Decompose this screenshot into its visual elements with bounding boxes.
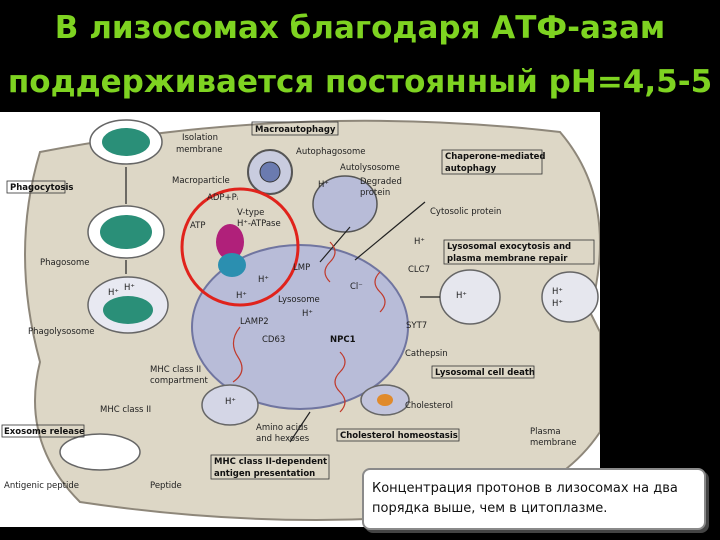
label-exosome-release: Exosome release (4, 427, 85, 437)
note-callout: Концентрация протонов в лизосомах на два… (362, 468, 706, 530)
label-isolation-membrane: membrane (176, 145, 223, 155)
label-exocytosis-2: plasma membrane repair (447, 254, 568, 264)
label-phagosome: Phagosome (40, 258, 89, 268)
label-h-lysosome-2: H⁺ (302, 309, 313, 319)
slide-title: В лизосомах благодаря АТФ-азам поддержив… (0, 0, 720, 112)
label-lamp2: LAMP2 (240, 317, 269, 327)
exosome (59, 433, 141, 471)
label-adp: ADP+Pᵢ (207, 193, 238, 203)
label-amino-2: and hexoses (256, 434, 310, 444)
note-text: Концентрация протонов в лизосомах на два… (372, 481, 678, 516)
label-h-lysosome: H⁺ (236, 291, 247, 301)
label-plasma: Plasma (530, 427, 561, 437)
lysosome-diagram-svg: Isolation membrane Macroautophagy Autoph… (1, 119, 600, 521)
label-autolysosome: Autolysosome (340, 163, 400, 173)
atpase-icon (216, 224, 244, 260)
label-atpase: H⁺-ATPase (237, 219, 281, 229)
label-lmp: LMP (293, 263, 310, 273)
label-chaperone-1: Chaperone-mediated (445, 152, 546, 162)
phagocytosis-vesicles (87, 119, 169, 334)
label-npc1: NPC1 (330, 335, 356, 345)
label-amino-1: Amino acids (256, 423, 308, 433)
secreted-vesicle (541, 271, 599, 323)
label-cell-death: Lysosomal cell death (435, 368, 535, 378)
label-h-exo-vesicle: H⁺ (456, 291, 467, 301)
label-h-secreted-2: H⁺ (552, 299, 563, 309)
label-phagolysosome: Phagolysosome (28, 327, 94, 337)
label-cholesterol-homeostasis: Cholesterol homeostasis (340, 431, 458, 441)
lysosome-diagram: Isolation membrane Macroautophagy Autoph… (0, 112, 600, 527)
atpase-highlight-circle (180, 187, 300, 307)
slide-title-line-1: В лизосомах благодаря АТФ-азам (54, 10, 666, 46)
label-h-atpase: H⁺ (258, 275, 269, 285)
label-exocytosis-1: Lysosomal exocytosis and (447, 242, 571, 252)
arrows (125, 167, 440, 443)
label-mhc-compartment: compartment (150, 376, 208, 386)
slide-title-line-2: поддерживается постоянный рН=4,5-5 (7, 64, 713, 100)
label-atp: ATP (190, 221, 205, 231)
label-macroautophagy: Macroautophagy (255, 125, 336, 135)
label-macroparticle: Macroparticle (172, 176, 230, 186)
label-syt7: SYT7 (406, 321, 427, 331)
label-h-top-right: H⁺ (414, 237, 425, 247)
label-mhc-dependent-1: MHC class II-dependent (214, 457, 327, 467)
label-h-autolysosome: H⁺ (318, 180, 329, 190)
label-peptide: Peptide (150, 481, 182, 491)
label-cholesterol: Cholesterol (405, 401, 453, 411)
exocytosis-vesicle (439, 269, 501, 325)
label-vtype: V-type (237, 208, 264, 218)
label-h-phagolysosome-1: H⁺ (108, 288, 119, 298)
label-clc7: CLC7 (408, 265, 430, 275)
label-cd63: CD63 (262, 335, 285, 345)
label-chaperone-2: autophagy (445, 164, 497, 174)
label-h-mhc: H⁺ (225, 397, 236, 407)
label-mhc-class-ii: MHC class II (150, 365, 201, 375)
label-h-phagolysosome-2: H⁺ (124, 283, 135, 293)
label-cl: Cl⁻ (350, 282, 363, 292)
label-autophagosome: Autophagosome (296, 147, 365, 157)
label-cytosolic: Cytosolic protein (430, 207, 501, 217)
label-mhc-dependent-2: antigen presentation (214, 469, 315, 479)
label-plasma-membrane: membrane (530, 438, 577, 448)
label-h-secreted-1: H⁺ (552, 287, 563, 297)
lysosome (191, 244, 409, 410)
label-lysosome: Lysosome (278, 295, 320, 305)
label-phagocytosis: Phagocytosis (10, 183, 73, 193)
label-mhc-class-ii-2: MHC class II (100, 405, 151, 415)
label-isolation: Isolation (182, 133, 218, 143)
label-degraded: Degraded (360, 177, 402, 187)
label-antigenic-peptide: Antigenic peptide (4, 481, 79, 491)
label-cathepsin: Cathepsin (405, 349, 448, 359)
mhc-compartment (201, 384, 259, 426)
label-degraded-protein: protein (360, 188, 390, 198)
